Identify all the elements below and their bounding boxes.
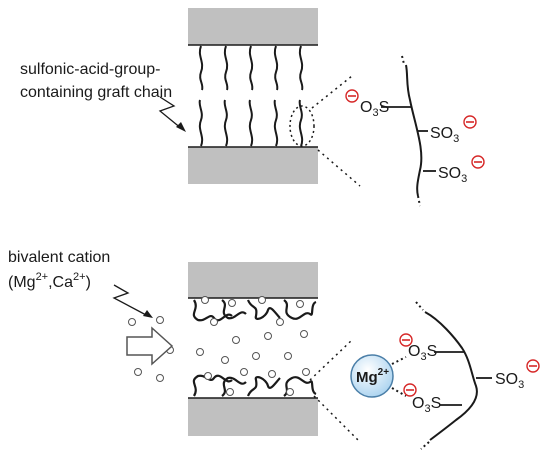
graft-chains-lower xyxy=(198,99,304,147)
bottom-sulfonate-2-sub: 3 xyxy=(424,403,430,415)
zoom-marker xyxy=(289,105,315,147)
svg-text:SO3: SO3 xyxy=(430,125,459,145)
top-sulfonate-1-sub: 3 xyxy=(372,107,378,119)
cation-label-line1: bivalent cation xyxy=(8,249,110,266)
top-sulfonate-3-pre: SO xyxy=(438,165,461,182)
svg-text:SO3: SO3 xyxy=(438,165,467,185)
bottom-upper-plate xyxy=(188,262,318,298)
bottom-sulfonate-3: SO3 xyxy=(495,359,540,391)
magnesium-ion-base: Mg xyxy=(356,369,378,386)
svg-text:O3S: O3S xyxy=(412,395,441,415)
magnesium-ion-charge: 2+ xyxy=(378,367,390,378)
cation-dots xyxy=(128,296,310,396)
top-panel: sulfonic-acid-group- containing graft ch… xyxy=(20,8,485,207)
magnesium-ion: Mg2+ xyxy=(350,354,394,398)
cation-pointer-arrow xyxy=(112,284,153,318)
bottom-sulfonate-3-sub: 3 xyxy=(518,379,524,391)
svg-text:O3S: O3S xyxy=(408,343,437,363)
top-backbone xyxy=(405,64,423,197)
svg-text:SO3: SO3 xyxy=(495,371,524,391)
top-sulfonate-2-pre: SO xyxy=(430,125,453,142)
bottom-sulfonate-3-pre: SO xyxy=(495,371,518,388)
top-sulfonate-2: SO3 xyxy=(430,115,477,145)
graft-chain-label-line2: containing graft chain xyxy=(20,84,172,101)
cation-label-close: ) xyxy=(86,274,91,291)
cation-label-open: (Mg xyxy=(8,274,36,291)
graft-chain-pointer-arrow xyxy=(158,96,186,132)
top-sulfonate-3-sub: 3 xyxy=(461,173,467,185)
bottom-sulfonate-2-pre: O xyxy=(412,395,424,412)
bottom-backbone xyxy=(424,311,478,441)
cation-label-sup2: 2+ xyxy=(73,271,86,283)
bottom-panel: bivalent cation (Mg2+,Ca2+) Mg2+ xyxy=(8,249,540,450)
bottom-sulfonate-1-post: S xyxy=(427,343,438,360)
svg-text:Mg2+: Mg2+ xyxy=(356,367,389,386)
top-sulfonate-3: SO3 xyxy=(438,155,485,185)
top-sulfonate-1: O3S xyxy=(345,89,389,119)
collapsed-chains-upper xyxy=(192,299,317,322)
bottom-sulfonate-1-sub: 3 xyxy=(420,351,426,363)
bottom-sulfonate-2-post: S xyxy=(431,395,442,412)
collapsed-chains-lower xyxy=(192,374,317,397)
flow-arrow xyxy=(126,326,174,366)
top-upper-plate xyxy=(188,8,318,45)
bottom-sulfonate-2: O3S xyxy=(403,383,441,415)
top-sulfonate-2-sub: 3 xyxy=(453,133,459,145)
bottom-lower-plate xyxy=(188,398,318,436)
cation-label-mid: ,Ca xyxy=(48,274,73,291)
bottom-sulfonate-1: O3S xyxy=(399,333,437,363)
graft-chain-label-line1: sulfonic-acid-group- xyxy=(20,61,161,78)
svg-text:O3S: O3S xyxy=(360,99,389,119)
top-sulfonate-1-pre: O xyxy=(360,99,372,116)
top-sulfonate-1-post: S xyxy=(379,99,390,116)
cation-label-sup1: 2+ xyxy=(36,271,49,283)
top-lower-plate xyxy=(188,147,318,184)
bottom-sulfonate-1-pre: O xyxy=(408,343,420,360)
graft-chains-upper xyxy=(198,45,304,91)
cation-label-line2: (Mg2+,Ca2+) xyxy=(8,271,91,291)
